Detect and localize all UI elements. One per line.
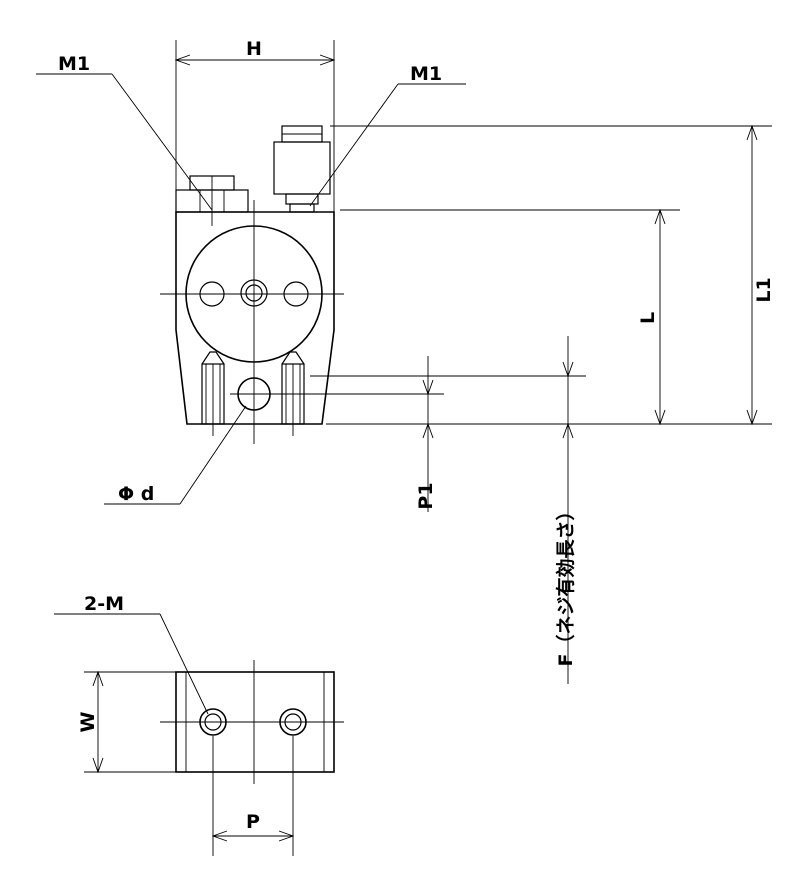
leader-m1-right (309, 83, 466, 207)
leader-2m (54, 613, 209, 715)
label-phi-d: Φ d (118, 483, 154, 505)
label-m1-right: M1 (410, 63, 442, 85)
front-view (160, 125, 344, 444)
label-p1: P1 (415, 482, 437, 509)
dim-w (84, 670, 176, 774)
leader-m1-left (36, 73, 213, 211)
dim-p (211, 736, 295, 856)
dim-l1 (326, 124, 772, 426)
label-l: L (637, 312, 659, 324)
label-f: F（ネジ有効長さ） (554, 502, 577, 667)
label-p: P (246, 811, 260, 833)
bottom-view (160, 660, 344, 784)
push-fitting (273, 125, 331, 213)
dim-l (340, 208, 680, 426)
label-m1-left: M1 (58, 53, 90, 75)
leader-phi-d (104, 405, 247, 505)
label-w: W (77, 711, 99, 732)
label-2m: 2-M (84, 593, 124, 615)
block-body (175, 211, 335, 425)
label-l1: L1 (753, 277, 775, 302)
label-h: H (246, 38, 262, 60)
dim-f (562, 336, 574, 684)
dim-p1 (270, 356, 586, 512)
